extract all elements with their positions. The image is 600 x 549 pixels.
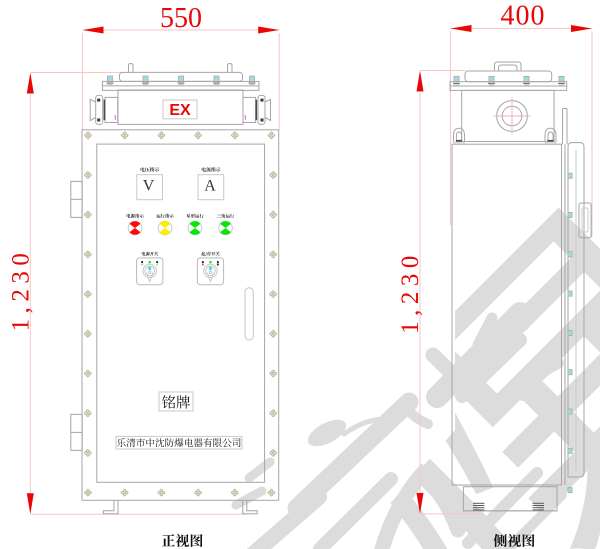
svg-text:1,230: 1,230 xyxy=(8,248,35,332)
svg-text:1,230: 1,230 xyxy=(397,250,424,334)
svg-text:550: 550 xyxy=(160,3,202,34)
svg-text:V: V xyxy=(143,178,155,195)
svg-text:EX: EX xyxy=(169,102,191,119)
svg-text:A: A xyxy=(204,178,216,195)
svg-text:400: 400 xyxy=(501,1,546,32)
